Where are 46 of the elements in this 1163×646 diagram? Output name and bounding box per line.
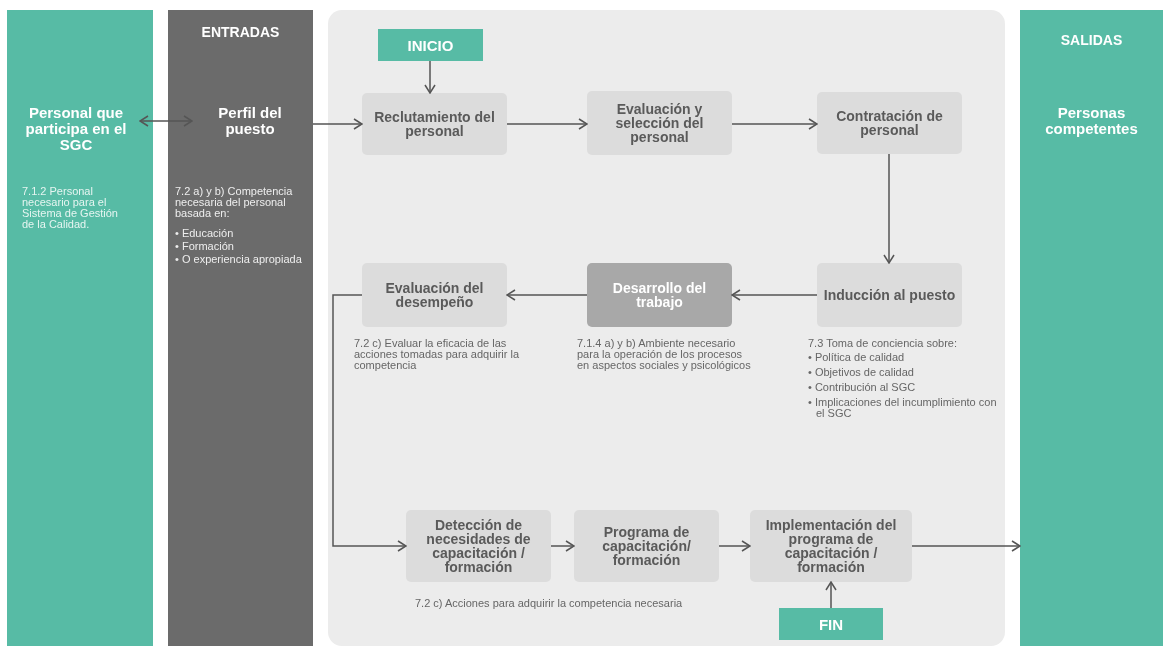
process-box: Reclutamiento del personal (362, 93, 507, 155)
process-box: Implementación del programa de capacitación / formación (750, 510, 912, 582)
list-item: • Política de calidad (808, 352, 906, 363)
arrow (911, 540, 1021, 552)
heading-text: Personas competentes (1030, 100, 1153, 142)
arrow (731, 289, 818, 301)
arrow (424, 60, 436, 94)
list-item: • Implicaciones del incumplimiento con el SGC (808, 397, 998, 419)
note-text: 7.3 Toma de conciencia sobre: (808, 338, 958, 349)
column-panel (168, 10, 313, 646)
arrow (506, 118, 588, 130)
note-text: 7.2 c) Acciones para adquirir la competencia necesaria (415, 598, 684, 609)
arrow (332, 294, 407, 552)
note-text: 7.1.4 a) y b) Ambiente necesario para la operación de los procesos en aspectos sociales y psicológicos (577, 338, 752, 371)
arrow (883, 153, 895, 264)
process-box: Evaluación y selección del personal (587, 91, 732, 155)
list-item: • Educación (175, 228, 235, 239)
heading-text: Personal que participa en el SGC (12, 100, 140, 158)
list-item: • Contribución al SGC (808, 382, 917, 393)
column-heading: ENTRADAS (200, 27, 281, 38)
list-item: • Objetivos de calidad (808, 367, 915, 378)
arrow (718, 540, 751, 552)
column-panel (7, 10, 153, 646)
arrow (731, 118, 818, 130)
arrow (506, 289, 588, 301)
process-box: Inducción al puesto (817, 263, 962, 327)
list-item: • Formación (175, 241, 235, 252)
process-box: Desarrollo del trabajo (587, 263, 732, 327)
arrow (139, 115, 193, 127)
arrow (825, 581, 837, 609)
column-heading: SALIDAS (1059, 35, 1124, 46)
heading-text: Perfil del puesto (192, 100, 308, 142)
end-box: FIN (779, 608, 883, 640)
process-box: Evaluación del desempeño (362, 263, 507, 327)
arrow (312, 118, 363, 130)
start-box: INICIO (378, 29, 483, 61)
process-box: Detección de necesidades de capacitación / formación (406, 510, 551, 582)
body-text: 7.1.2 Personal necesario para el Sistema de Gestión de la Calidad. (22, 186, 119, 230)
note-text: 7.2 c) Evaluar la eficacia de las acciones tomadas para adquirir la competencia (354, 338, 521, 371)
arrow (550, 540, 575, 552)
panel-background (328, 10, 1005, 646)
list-item: • O experiencia apropiada (175, 254, 303, 265)
process-box: Contratación de personal (817, 92, 962, 154)
column-panel (1020, 10, 1163, 646)
body-text: 7.2 a) y b) Competencia necesaria del personal basada en: (175, 186, 294, 219)
process-box: Programa de capacitación/ formación (574, 510, 719, 582)
